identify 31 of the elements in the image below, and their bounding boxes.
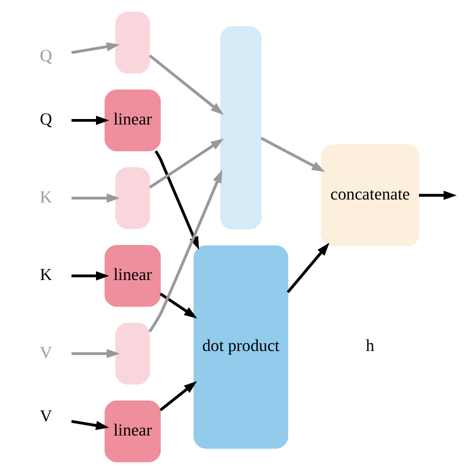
arrow xyxy=(71,420,110,430)
arrow xyxy=(72,349,120,358)
node-box: dot product xyxy=(194,245,288,449)
arrow xyxy=(72,271,110,280)
node-box: linear xyxy=(104,400,161,462)
node-text: V xyxy=(40,406,52,426)
arrow xyxy=(149,138,224,189)
arrow xyxy=(148,170,222,332)
node-text: Q xyxy=(40,110,52,128)
node-box xyxy=(115,167,150,230)
node-text: K xyxy=(40,264,52,284)
arrow xyxy=(160,292,198,318)
node-box: linear xyxy=(104,244,161,307)
arrow xyxy=(260,136,326,172)
node-text: K xyxy=(40,187,52,206)
arrow xyxy=(154,150,200,250)
arrow xyxy=(72,194,120,203)
node-text: V xyxy=(40,342,52,362)
node-text: Q xyxy=(40,46,52,65)
node-box: concatenate xyxy=(320,144,420,246)
node-box xyxy=(115,322,150,385)
node-box xyxy=(220,26,262,230)
arrow xyxy=(72,116,110,125)
node-box xyxy=(115,12,150,74)
label: h xyxy=(366,336,374,356)
arrow xyxy=(160,381,197,412)
node-box: linear xyxy=(104,89,161,152)
arrow xyxy=(71,42,120,54)
arrow xyxy=(148,54,224,115)
arrow xyxy=(418,190,457,200)
arrow xyxy=(286,242,330,294)
